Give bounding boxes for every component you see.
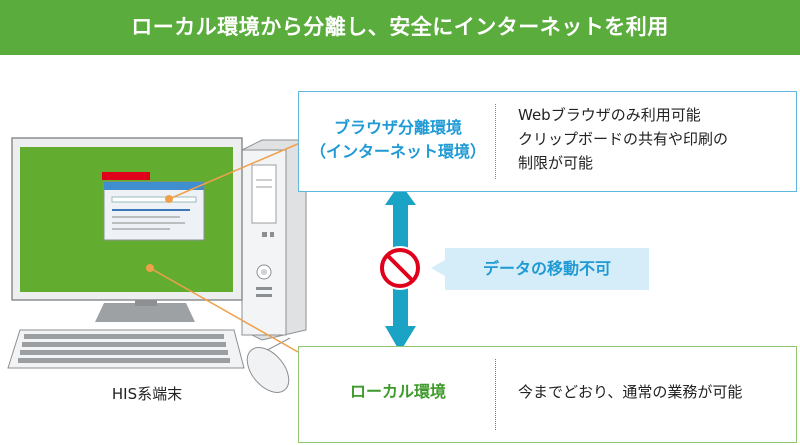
terminal-label: HIS系端末 [111,385,183,403]
divider [495,104,496,179]
local-environment-box: ローカル環境 今までどおり、通常の業務が可能 [298,346,797,443]
keyboard-icon [7,329,245,369]
pc-tower-icon [241,139,307,341]
callout-pointer [431,260,445,276]
local-environment-description: 今までどおり、通常の業務が可能 [518,383,743,401]
no-data-transfer-label: データの移動不可 [445,248,649,290]
divider [495,359,496,430]
header-banner: ローカル環境から分離し、安全にインターネットを利用 [0,0,800,55]
local-environment-label: ローカル環境 [349,382,446,401]
connector-browser [168,142,301,200]
page-title: ローカル環境から分離し、安全にインターネットを利用 [131,15,669,39]
mouse-icon [246,337,291,393]
prohibited-icon [378,246,422,290]
browser-environment-description: Webブラウザのみ利用可能 クリップボードの共有や印刷の 制限が可能 [518,106,729,172]
connector-local [149,267,299,353]
monitor-icon [11,137,243,322]
browser-environment-box: ブラウザ分離環境 （インターネット環境） Webブラウザのみ利用可能 クリップボ… [298,91,797,192]
browser-environment-label: ブラウザ分離環境 （インターネット環境） [309,118,486,161]
